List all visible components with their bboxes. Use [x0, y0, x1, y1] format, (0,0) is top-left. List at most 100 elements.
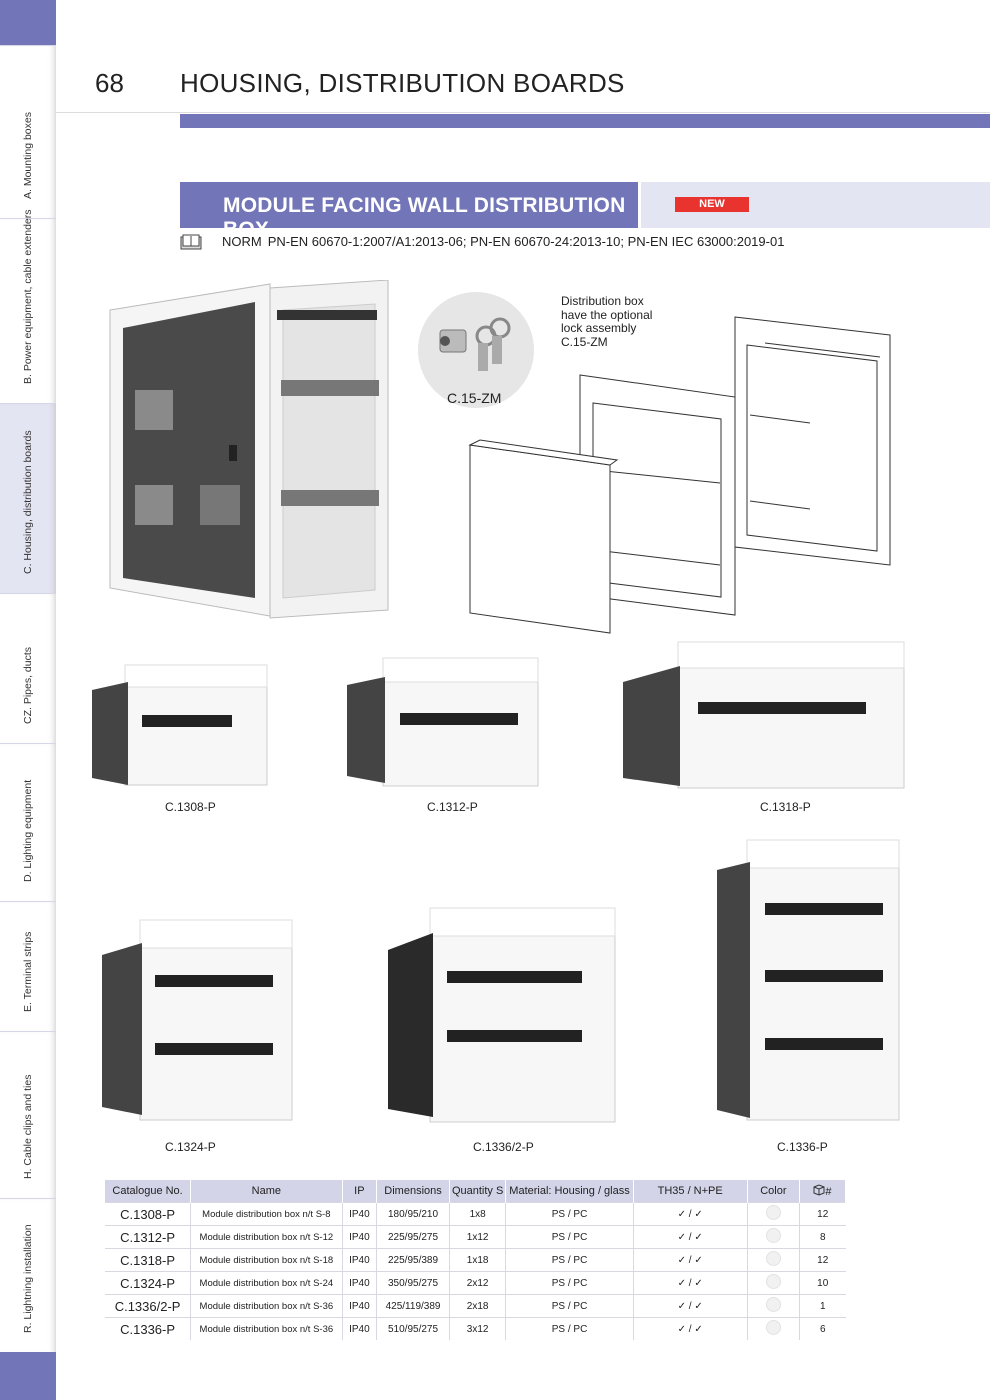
table-row: C.1318-P Module distribution box n/t S-1…: [105, 1248, 846, 1272]
lock-note-line: lock assembly: [561, 321, 637, 335]
col-header: Name: [190, 1180, 343, 1203]
table-row: C.1336/2-P Module distribution box n/t S…: [105, 1294, 846, 1318]
open-box-photo: [109, 280, 389, 619]
sidebar-tab-label: D. Lighting equipment: [22, 779, 34, 882]
cell-ip: IP40: [342, 1248, 378, 1272]
sidebar-cap-top: [0, 0, 56, 45]
sidebar-tab-r[interactable]: R. Lightning installation: [0, 1198, 56, 1353]
cell-pack: 12: [799, 1202, 846, 1226]
sidebar-tab-label: R. Lightning installation: [22, 1224, 34, 1333]
col-header-pack-label: #: [825, 1186, 832, 1198]
cell-material: PS / PC: [505, 1317, 634, 1340]
cell-material: PS / PC: [505, 1294, 634, 1318]
cell-quantity: 2x18: [449, 1294, 507, 1318]
cell-quantity: 1x8: [449, 1202, 507, 1226]
sidebar-tab-label: CZ. Pipes, ducts: [22, 646, 34, 724]
sidebar-tab-b[interactable]: B. Power equipment, cable extenders: [0, 209, 56, 404]
section-sidebar: A. Mounting boxes B. Power equipment, ca…: [0, 0, 56, 1400]
product-caption: C.1336-P: [777, 1140, 828, 1154]
sidebar-tab-c[interactable]: C. Housing, distribution boards: [0, 403, 56, 594]
product-image-c1336: [717, 839, 900, 1121]
cell-color: [747, 1317, 800, 1340]
cell-catalogue: C.1308-P: [105, 1202, 192, 1226]
lock-code: C.15-ZM: [447, 390, 502, 406]
product-image-c1324: [102, 919, 293, 1121]
cell-ip: IP40: [342, 1294, 378, 1318]
sidebar-tab-cz[interactable]: CZ. Pipes, ducts: [0, 593, 56, 744]
cell-name: Module distribution box n/t S-8: [190, 1202, 343, 1226]
new-badge: NEW: [675, 197, 749, 212]
table-row: C.1324-P Module distribution box n/t S-2…: [105, 1271, 846, 1295]
header-bar: [180, 114, 990, 128]
cell-catalogue: C.1336/2-P: [105, 1294, 192, 1318]
cell-dimensions: 180/95/210: [376, 1202, 450, 1226]
cell-name: Module distribution box n/t S-12: [190, 1225, 343, 1249]
col-header: Dimensions: [376, 1180, 450, 1203]
product-image-c1336-2: [388, 907, 616, 1123]
exploded-drawing: [468, 316, 891, 634]
package-icon: [813, 1184, 825, 1196]
norm-label: NORM: [222, 234, 262, 249]
table-row: C.1312-P Module distribution box n/t S-1…: [105, 1225, 846, 1249]
color-swatch: [765, 1251, 781, 1266]
cell-color: [747, 1271, 800, 1295]
cell-pack: 1: [799, 1294, 846, 1318]
color-swatch: [765, 1205, 781, 1220]
cell-th35: ✓ / ✓: [633, 1294, 748, 1318]
sidebar-tab-label: E. Terminal strips: [22, 931, 34, 1012]
cell-color: [747, 1225, 800, 1249]
table-row: C.1308-P Module distribution box n/t S-8…: [105, 1202, 846, 1226]
section-heading: MODULE FACING WALL DISTRIBUTION BOX: [180, 182, 638, 241]
col-header: Quantity S: [449, 1180, 507, 1203]
product-caption: C.1318-P: [760, 800, 811, 814]
sidebar-tab-h[interactable]: H. Cable clips and ties: [0, 1031, 56, 1199]
cell-catalogue: C.1336-P: [105, 1317, 192, 1340]
norm-text: PN-EN 60670-1:2007/A1:2013-06; PN-EN 606…: [267, 234, 785, 249]
color-swatch: [765, 1228, 781, 1243]
sidebar-tab-d[interactable]: D. Lighting equipment: [0, 743, 56, 902]
cell-ip: IP40: [342, 1225, 378, 1249]
table-header-row: Catalogue No. Name IP Dimensions Quantit…: [105, 1180, 847, 1203]
page-title: HOUSING, DISTRIBUTION BOARDS: [180, 68, 625, 98]
book-icon: [180, 234, 202, 250]
sidebar-cap-bottom: [0, 1352, 56, 1400]
header-divider: [56, 112, 990, 113]
cell-pack: 12: [799, 1248, 846, 1272]
cell-dimensions: 510/95/275: [376, 1317, 450, 1340]
lock-photo: [418, 292, 534, 408]
cell-dimensions: 225/95/389: [376, 1248, 450, 1272]
product-image-c1318: [623, 641, 905, 789]
cell-material: PS / PC: [505, 1248, 634, 1272]
color-swatch: [765, 1297, 781, 1312]
cell-color: [747, 1248, 800, 1272]
sidebar-tab-label: H. Cable clips and ties: [22, 1074, 34, 1179]
lock-note-line: have the optional: [561, 307, 653, 322]
product-caption: C.1308-P: [165, 800, 216, 814]
cell-name: Module distribution box n/t S-36: [190, 1317, 343, 1340]
cell-th35: ✓ / ✓: [633, 1248, 748, 1272]
col-header: IP: [342, 1180, 378, 1203]
cell-th35: ✓ / ✓: [633, 1271, 748, 1295]
norm-line: NORM PN-EN 60670-1:2007/A1:2013-06; PN-EN…: [222, 234, 784, 249]
product-caption: C.1312-P: [427, 800, 478, 814]
cell-pack: 8: [799, 1225, 846, 1249]
lock-note: Distribution box have the optional lock …: [561, 294, 653, 349]
cell-catalogue: C.1318-P: [105, 1248, 192, 1272]
cell-ip: IP40: [342, 1317, 378, 1340]
sidebar-tab-e[interactable]: E. Terminal strips: [0, 901, 56, 1032]
lock-note-line: Distribution box: [561, 294, 644, 308]
cell-quantity: 1x18: [449, 1248, 507, 1272]
table-row: C.1336-P Module distribution box n/t S-3…: [105, 1317, 846, 1340]
cell-material: PS / PC: [505, 1202, 634, 1226]
cell-th35: ✓ / ✓: [633, 1317, 748, 1340]
sidebar-tab-a[interactable]: A. Mounting boxes: [0, 45, 56, 219]
cell-material: PS / PC: [505, 1225, 634, 1249]
product-caption: C.1324-P: [165, 1140, 216, 1154]
cell-ip: IP40: [342, 1202, 378, 1226]
col-header: TH35 / N+PE: [633, 1180, 748, 1203]
cell-quantity: 3x12: [449, 1317, 507, 1340]
cell-color: [747, 1202, 800, 1226]
section-title: MODULE FACING WALL DISTRIBUTION BOX: [223, 194, 626, 241]
sidebar-tab-label: C. Housing, distribution boards: [22, 430, 34, 574]
product-image-c1308: [92, 664, 268, 786]
